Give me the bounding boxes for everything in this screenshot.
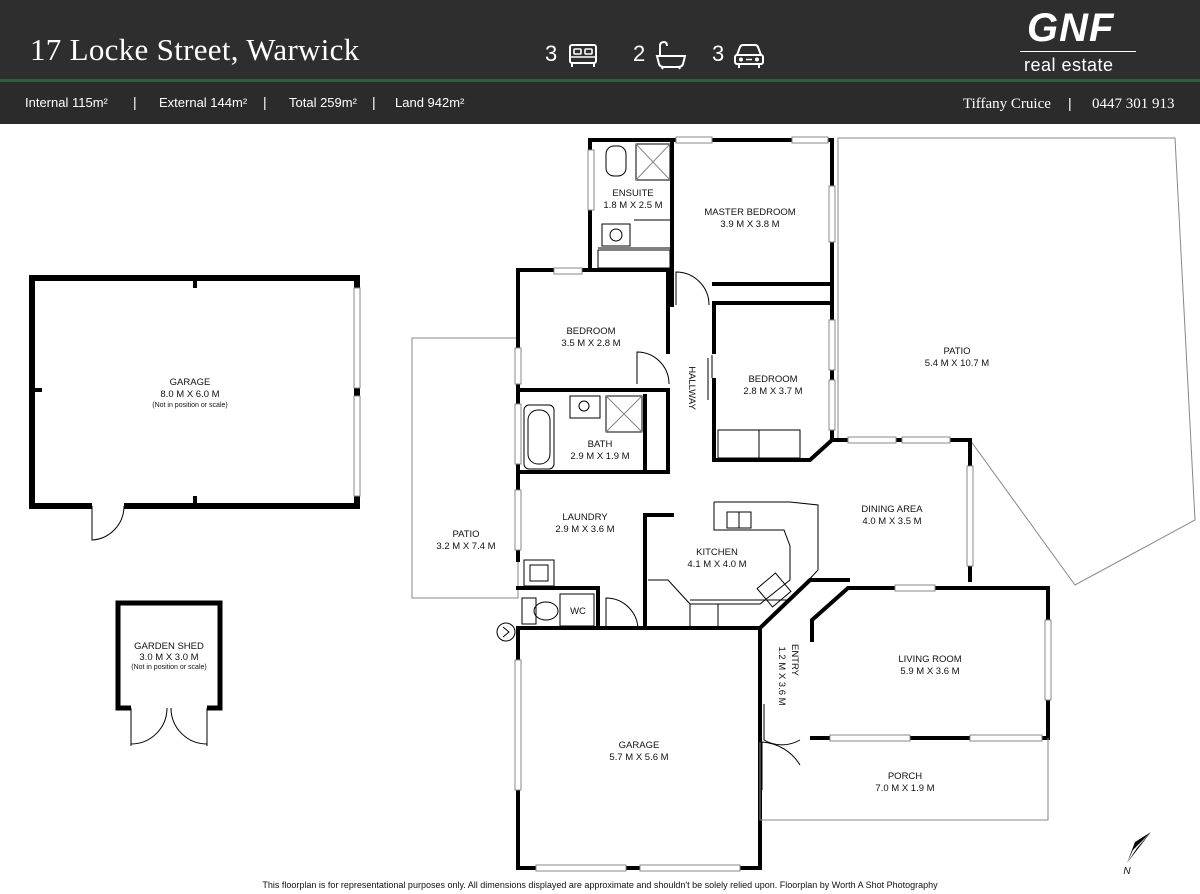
laundry-label: LAUNDRY [562, 512, 608, 523]
detached-garage-dims: 8.0 M X 6.0 M [160, 389, 219, 400]
logo-subtitle: real estate [1024, 55, 1114, 75]
window [353, 395, 361, 497]
dining-dims: 4.0 M X 3.5 M [862, 516, 921, 527]
bath-label: BATH [588, 439, 613, 450]
fixtures [521, 145, 819, 628]
detached-garage-note: (Not in position or scale) [152, 402, 227, 409]
detached-garage-label: GARAGE [170, 377, 211, 388]
hallway-label: HALLWAY [686, 366, 697, 410]
dining-label: DINING AREA [861, 504, 923, 515]
patio-left-label: PATIO [452, 529, 479, 540]
bedroom-2-label: BEDROOM [748, 374, 797, 385]
stat-separator: | [263, 94, 267, 110]
property-address: 17 Locke Street, Warwick [30, 32, 360, 67]
ensuite-label: ENSUITE [612, 188, 653, 199]
bedroom-2-dims: 2.8 M X 3.7 M [743, 386, 802, 397]
ensuite-dims: 1.8 M X 2.5 M [603, 200, 662, 211]
window [353, 287, 361, 389]
stat-separator: | [372, 94, 376, 110]
wc-label: WC [570, 606, 586, 617]
bath-dims: 2.9 M X 1.9 M [570, 451, 629, 462]
header-info-band [0, 82, 1200, 124]
kitchen-label: KITCHEN [696, 547, 738, 558]
garden-shed [115, 600, 223, 746]
agent-separator: | [1068, 95, 1072, 111]
floor-plan: ENSUITE 1.8 M X 2.5 M MASTER BEDROOM 3.9… [29, 136, 1196, 877]
garden-shed-note: (Not in position or scale) [131, 664, 206, 671]
header-bar: 17 Locke Street, Warwick 3 2 3 GNF real … [0, 0, 1200, 124]
entry-label: ENTRY [789, 644, 800, 677]
patio-left-area [411, 337, 519, 599]
disclaimer: This floorplan is for representational p… [262, 880, 938, 890]
master-bedroom-dims: 3.9 M X 3.8 M [720, 219, 779, 230]
patio-left-dims: 3.2 M X 7.4 M [436, 541, 495, 552]
kitchen-dims: 4.1 M X 4.0 M [687, 559, 746, 570]
bathroom-count: 2 [633, 41, 646, 66]
house-doors [605, 271, 801, 790]
bedroom-1-dims: 3.5 M X 2.8 M [561, 338, 620, 349]
porch-label: PORCH [888, 771, 922, 782]
car-icon [734, 44, 764, 68]
door-swing [91, 505, 125, 541]
patio-right-dims: 5.4 M X 10.7 M [925, 358, 990, 369]
parking-count: 3 [712, 41, 725, 66]
stat-total: Total 259m² [289, 95, 357, 110]
bath-icon [655, 40, 687, 70]
living-room-label: LIVING ROOM [898, 654, 961, 665]
porch-dims: 7.0 M X 1.9 M [875, 783, 934, 794]
garage-dims: 5.7 M X 5.6 M [609, 752, 668, 763]
garden-shed-label: GARDEN SHED [134, 641, 204, 652]
garage-label: GARAGE [619, 740, 660, 751]
patio-right-label: PATIO [943, 346, 970, 357]
bedroom-1-label: BEDROOM [566, 326, 615, 337]
logo-gnf: GNF [1027, 6, 1115, 50]
north-arrow-icon: N [1123, 832, 1151, 877]
stat-separator: | [133, 94, 137, 110]
bed-icon [569, 44, 597, 67]
entry-dims: 1.2 M X 3.6 M [776, 646, 787, 705]
logo-rule [1020, 51, 1136, 52]
agent-phone: 0447 301 913 [1092, 96, 1175, 112]
agent-name: Tiffany Cruice [963, 96, 1051, 112]
north-label: N [1123, 866, 1131, 877]
laundry-dims: 2.9 M X 3.6 M [555, 524, 614, 535]
garden-shed-dims: 3.0 M X 3.0 M [139, 652, 198, 663]
header-divider [0, 79, 1200, 82]
meter-icon [496, 622, 516, 642]
house-windows [514, 136, 1052, 872]
bedroom-count: 3 [545, 41, 558, 66]
detached-garage [29, 275, 361, 541]
master-bedroom-label: MASTER BEDROOM [704, 207, 795, 218]
stat-external: External 144m² [159, 95, 248, 110]
porch-outline [759, 738, 1049, 821]
room-labels: ENSUITE 1.8 M X 2.5 M MASTER BEDROOM 3.9… [131, 188, 989, 794]
stat-internal: Internal 115m² [25, 95, 108, 110]
stat-land: Land 942m² [395, 95, 465, 110]
living-room-dims: 5.9 M X 3.6 M [900, 666, 959, 677]
